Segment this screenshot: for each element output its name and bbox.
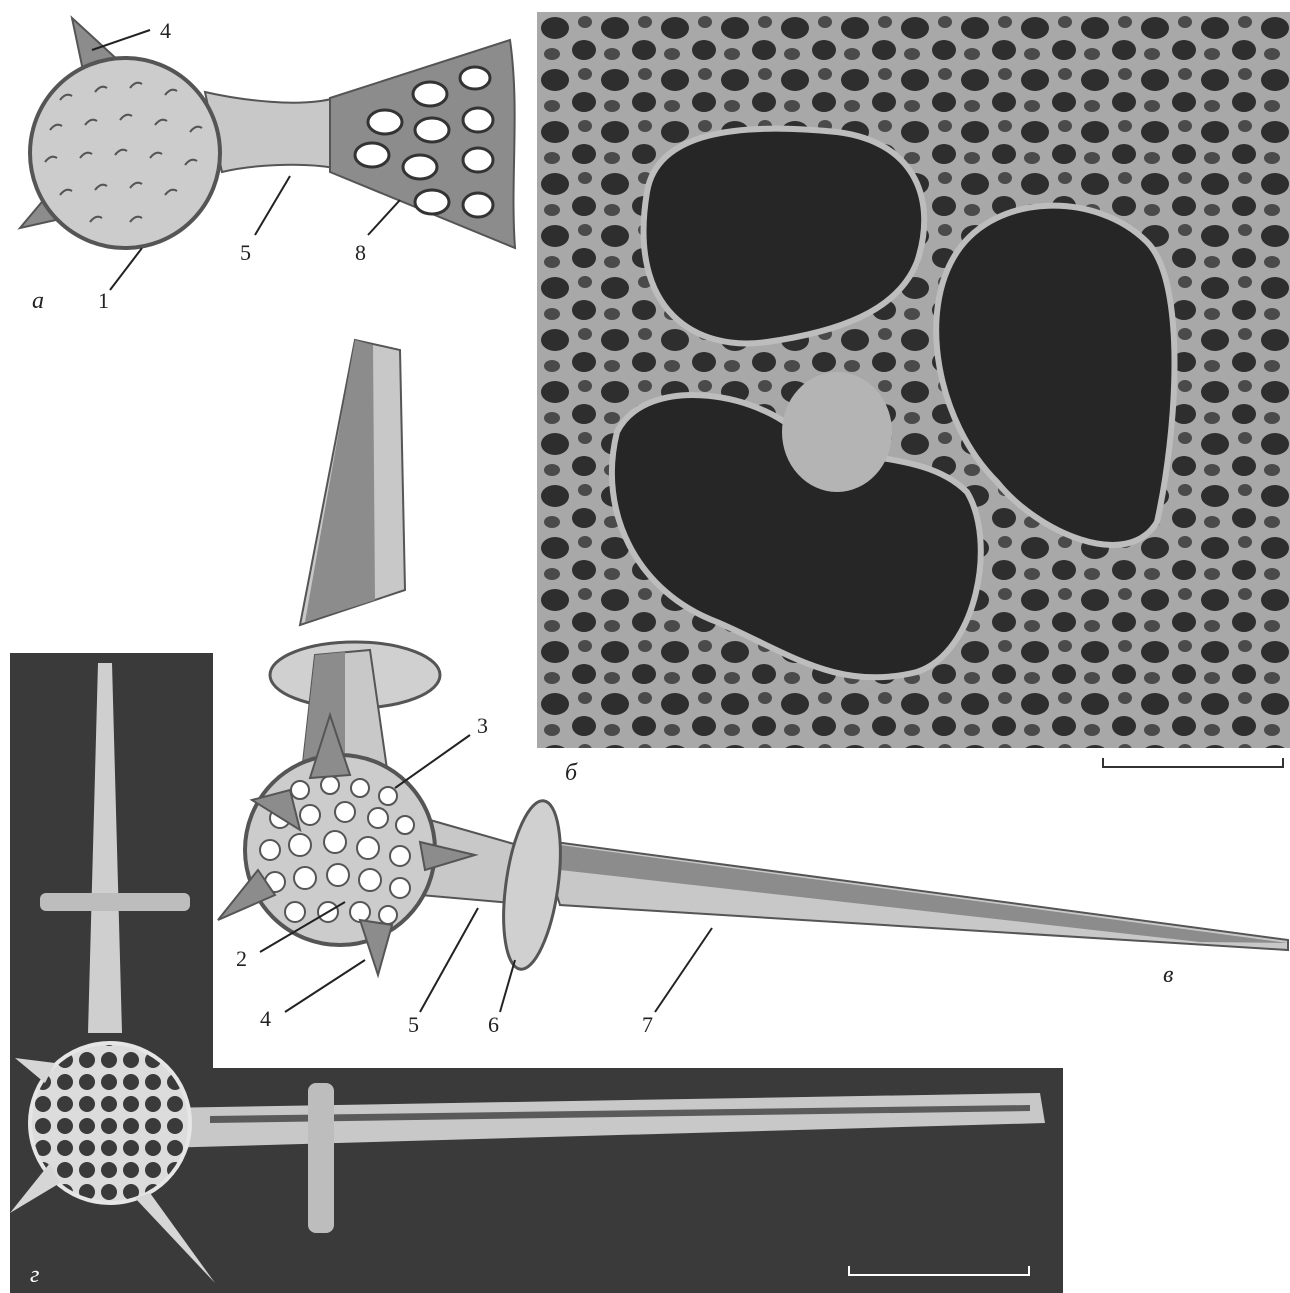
spine-a-right	[200, 120, 300, 168]
label-v-3: 3	[477, 713, 488, 739]
label-v-7: 7	[642, 1012, 653, 1038]
label-a-8: 8	[355, 240, 366, 266]
label-v-5: 5	[408, 1012, 419, 1038]
panel-letter-g: г	[30, 1262, 39, 1289]
panel-letter-v: в	[1163, 962, 1173, 989]
diagram-a	[20, 18, 515, 290]
label-v-4: 4	[260, 1006, 271, 1032]
label-a-5: 5	[240, 240, 251, 266]
funnel-pores	[355, 67, 493, 217]
central-node	[782, 372, 892, 492]
tube-a	[205, 92, 335, 172]
label-v-2: 2	[236, 946, 247, 972]
scale-bar-g	[848, 1266, 1030, 1276]
label-v-6: 6	[488, 1012, 499, 1038]
sem-micrograph-b	[537, 12, 1290, 748]
spine-a-bottom	[20, 178, 78, 228]
label-a-4: 4	[160, 18, 171, 44]
panel-letter-b: б	[565, 760, 577, 787]
scale-bar-b	[1102, 758, 1284, 768]
sphere-a	[30, 58, 220, 248]
label-a-1: 1	[98, 288, 109, 314]
spine-a-top	[72, 18, 120, 80]
panel-letter-a: а	[32, 288, 44, 315]
funnel-a	[330, 40, 515, 248]
vertical-spine	[300, 340, 405, 625]
sem-skeleton-g	[10, 653, 1063, 1293]
sphere-texture	[45, 83, 202, 222]
